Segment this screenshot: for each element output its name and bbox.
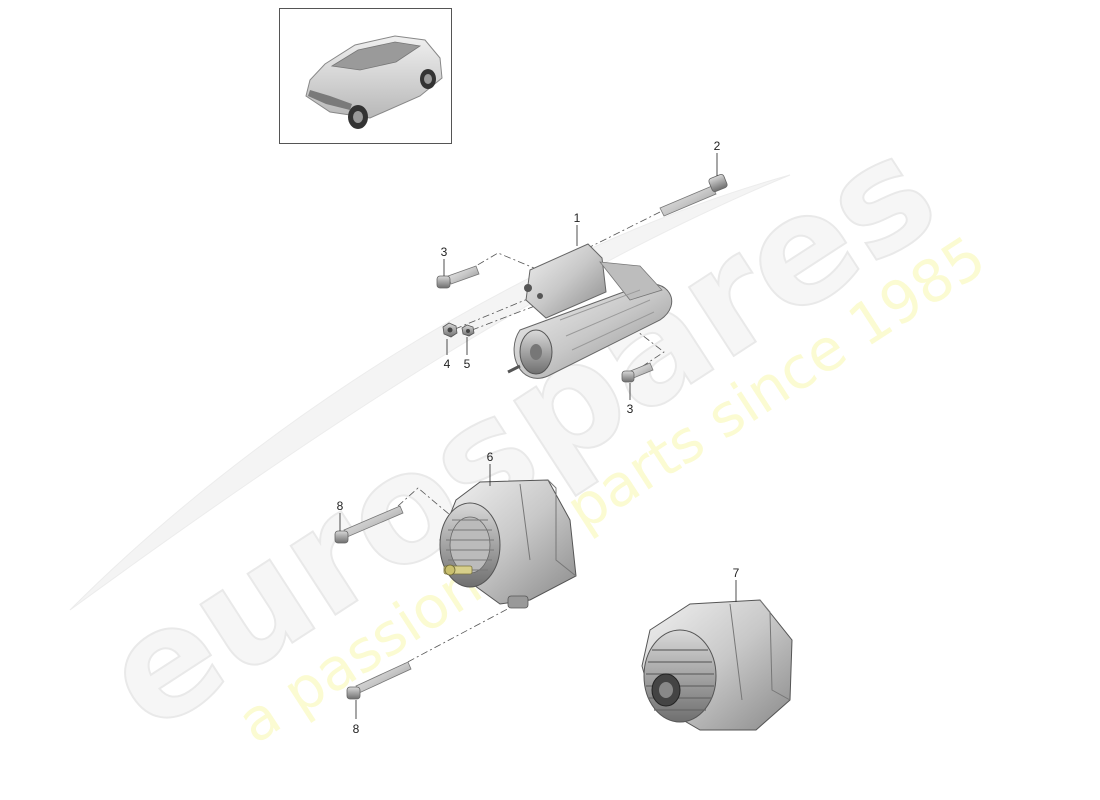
alternator-icon[interactable] bbox=[641, 599, 793, 731]
starter-motor-icon[interactable] bbox=[507, 243, 673, 379]
callout-part-3-upper[interactable]: 3 bbox=[441, 245, 448, 259]
long-bolt-icon[interactable] bbox=[346, 661, 412, 700]
callout-part-1[interactable]: 1 bbox=[574, 211, 581, 225]
nut-icon[interactable] bbox=[442, 322, 458, 338]
callout-part-8-lower[interactable]: 8 bbox=[353, 722, 360, 736]
vehicle-thumbnail[interactable] bbox=[279, 8, 452, 144]
callouts: 2 1 3 4 5 3 6 8 7 8 bbox=[337, 139, 740, 736]
watermark-swoosh bbox=[69, 174, 791, 611]
bolt-icon[interactable] bbox=[621, 362, 654, 383]
watermark-brand: eurospares bbox=[75, 103, 965, 765]
bolt-icon[interactable] bbox=[436, 265, 480, 289]
leader-lines bbox=[339, 153, 737, 719]
long-bolt-icon[interactable] bbox=[659, 174, 728, 217]
suv-vehicle-icon bbox=[305, 35, 443, 129]
callout-part-8-upper[interactable]: 8 bbox=[337, 499, 344, 513]
callout-part-4[interactable]: 4 bbox=[444, 357, 451, 371]
long-bolt-icon[interactable] bbox=[334, 505, 404, 544]
nut-icon[interactable] bbox=[461, 324, 475, 337]
callout-part-6[interactable]: 6 bbox=[487, 450, 494, 464]
callout-part-3-lower[interactable]: 3 bbox=[627, 402, 634, 416]
callout-part-7[interactable]: 7 bbox=[733, 566, 740, 580]
callout-part-2[interactable]: 2 bbox=[714, 139, 721, 153]
callout-part-5[interactable]: 5 bbox=[464, 357, 471, 371]
alternator-icon[interactable] bbox=[439, 479, 577, 609]
watermark: eurospares a passion for parts since 198… bbox=[69, 102, 997, 766]
